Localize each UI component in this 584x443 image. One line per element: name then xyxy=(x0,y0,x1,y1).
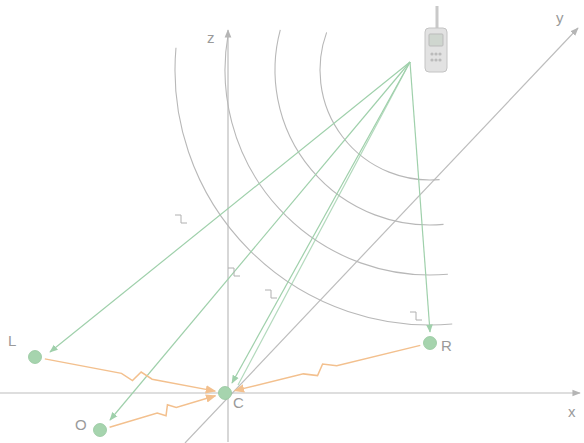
node-label: L xyxy=(8,333,16,348)
receiver-dot xyxy=(423,336,437,350)
time-mark xyxy=(175,215,187,223)
relay-signal xyxy=(110,396,216,427)
node-label: C xyxy=(233,395,244,410)
node-label: O xyxy=(75,417,87,432)
time-marks xyxy=(175,215,422,320)
wave-front xyxy=(175,48,452,325)
axis-label: z xyxy=(207,30,215,45)
relay-signal xyxy=(45,359,215,391)
receiver-node: C xyxy=(218,386,232,400)
signal-ray xyxy=(110,62,410,420)
signal-ray xyxy=(50,62,410,352)
signal-ray xyxy=(410,62,430,332)
x-axis xyxy=(0,392,580,393)
receiver-dot xyxy=(93,423,107,437)
signal-ray xyxy=(238,62,410,385)
z-axis xyxy=(227,30,228,442)
wave-front xyxy=(225,34,448,275)
node-label: R xyxy=(441,338,452,353)
receiver-node: R xyxy=(423,336,437,350)
receiver-node: O xyxy=(93,423,107,437)
time-mark xyxy=(410,312,422,320)
receiver-dot xyxy=(28,350,42,364)
relay-signal xyxy=(235,345,421,390)
axis-label: x xyxy=(568,404,576,419)
signal-ray xyxy=(232,62,410,383)
y-axis xyxy=(185,28,578,443)
signal-rays xyxy=(50,62,430,420)
receiver-node: L xyxy=(28,350,42,364)
time-mark xyxy=(228,268,240,276)
wave-front xyxy=(275,30,444,225)
time-mark xyxy=(265,290,277,298)
receiver-dot xyxy=(218,386,232,400)
axis-label: y xyxy=(556,10,564,25)
wave-front xyxy=(320,32,440,180)
radio-transmitter xyxy=(425,6,447,72)
